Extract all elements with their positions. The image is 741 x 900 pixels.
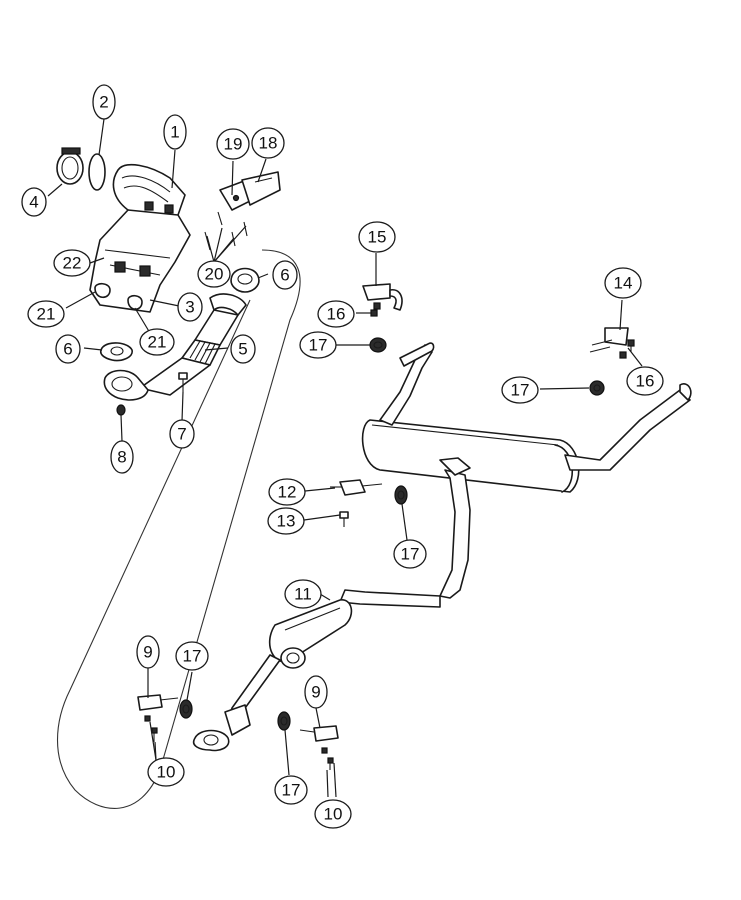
callout-20: 20 (197, 260, 231, 288)
callout-17-a: 17 (299, 331, 337, 359)
callout-20-label: 20 (205, 265, 224, 284)
callout-4: 4 (21, 187, 47, 217)
callout-3-label: 3 (185, 298, 194, 317)
part-10-bolts-left (144, 715, 158, 742)
part-6-flange-gasket-upper (230, 267, 260, 293)
part-4-band-clamp (56, 147, 84, 185)
callout-17-e-label: 17 (282, 781, 301, 800)
callout-17-e: 17 (274, 775, 308, 805)
part-14-hanger-bracket (589, 327, 629, 353)
callout-17-a-label: 17 (309, 336, 328, 355)
part-16-bolts-right (619, 339, 635, 359)
callout-12-label: 12 (278, 483, 297, 502)
callout-11-label: 11 (294, 585, 312, 604)
assembly-boundary-loop (57, 249, 301, 809)
callout-17-b: 17 (501, 376, 539, 404)
callout-4-label: 4 (29, 193, 38, 212)
callout-9-left: 9 (136, 635, 160, 669)
callout-11: 11 (284, 579, 322, 609)
callout-12: 12 (268, 478, 306, 506)
part-17-rubber-isolator-d (179, 699, 193, 719)
callout-21-right: 21 (139, 328, 175, 356)
callout-2: 2 (92, 84, 116, 120)
part-17-rubber-isolator-c (394, 485, 408, 505)
callout-5-label: 5 (238, 340, 247, 359)
part-5-front-pipe (139, 293, 247, 396)
callout-10-right-label: 10 (324, 805, 343, 824)
leader-lines (47, 118, 643, 798)
callout-1: 1 (163, 114, 187, 150)
callout-6-lower: 6 (55, 334, 81, 364)
part-6-flange-gasket-lower (99, 342, 133, 362)
part-10-bolts-right (321, 747, 334, 770)
callout-3: 3 (177, 292, 203, 322)
callout-14-label: 14 (614, 274, 633, 293)
callout-15-label: 15 (368, 228, 387, 247)
callout-9-right: 9 (304, 675, 328, 709)
part-15-hanger-bracket (362, 283, 403, 311)
part-17-rubber-isolator-b (589, 380, 605, 396)
callout-16-upper: 16 (317, 300, 355, 328)
callout-2-label: 2 (99, 93, 108, 112)
part-12-hanger-bracket (330, 479, 383, 496)
callout-18-label: 18 (259, 134, 278, 153)
callout-13-label: 13 (277, 512, 296, 531)
callout-19: 19 (216, 128, 250, 160)
callout-17-c: 17 (393, 539, 427, 569)
callout-21-left-label: 21 (37, 305, 56, 324)
part-22-heat-shield (89, 209, 191, 313)
part-7-bolt (178, 372, 188, 392)
callout-16-upper-label: 16 (327, 305, 346, 324)
callout-7-label: 7 (177, 425, 186, 444)
callout-6-upper-label: 6 (280, 266, 289, 285)
callout-22: 22 (53, 249, 91, 277)
callout-17-c-label: 17 (401, 545, 420, 564)
callout-16-right-label: 16 (636, 372, 655, 391)
callout-1-label: 1 (170, 123, 179, 142)
part-8-nut (116, 404, 126, 416)
callout-6-upper: 6 (272, 260, 298, 290)
part-front-pipe-inlet-flange (103, 369, 149, 401)
callout-7: 7 (169, 419, 195, 449)
callout-21-right-label: 21 (148, 333, 167, 352)
part-17-rubber-isolator-a (369, 337, 387, 353)
callout-10-left-label: 10 (157, 763, 176, 782)
callout-17-d-label: 17 (183, 647, 202, 666)
part-13-bolt (339, 511, 349, 527)
callout-15: 15 (358, 221, 396, 253)
callout-9-right-label: 9 (311, 683, 320, 702)
callout-17-b-label: 17 (511, 381, 530, 400)
callout-22-label: 22 (63, 254, 82, 273)
part-2-gasket-ring (88, 153, 106, 191)
part-16-bolts-upper (370, 302, 381, 317)
callout-8: 8 (110, 440, 134, 474)
callout-14: 14 (604, 267, 642, 299)
callout-13: 13 (267, 507, 305, 535)
callout-17-d: 17 (175, 641, 209, 671)
part-17-rubber-isolator-e (277, 711, 291, 731)
callout-9-left-label: 9 (143, 643, 152, 662)
part-9-hanger-bracket-right (299, 725, 339, 742)
callout-8-label: 8 (117, 448, 126, 467)
callout-18: 18 (251, 127, 285, 159)
callout-21-left: 21 (27, 300, 65, 328)
callout-10-right: 10 (314, 799, 352, 829)
part-20-studs (204, 211, 248, 251)
part-9-hanger-bracket-left (137, 694, 179, 711)
callout-19-label: 19 (224, 135, 243, 154)
part-18-bracket-plate (241, 171, 281, 206)
part-11-muffler-assembly (192, 342, 692, 752)
callout-16-right: 16 (626, 366, 664, 396)
callout-5: 5 (230, 334, 256, 364)
callout-10-left: 10 (147, 757, 185, 787)
callout-6-lower-label: 6 (63, 340, 72, 359)
